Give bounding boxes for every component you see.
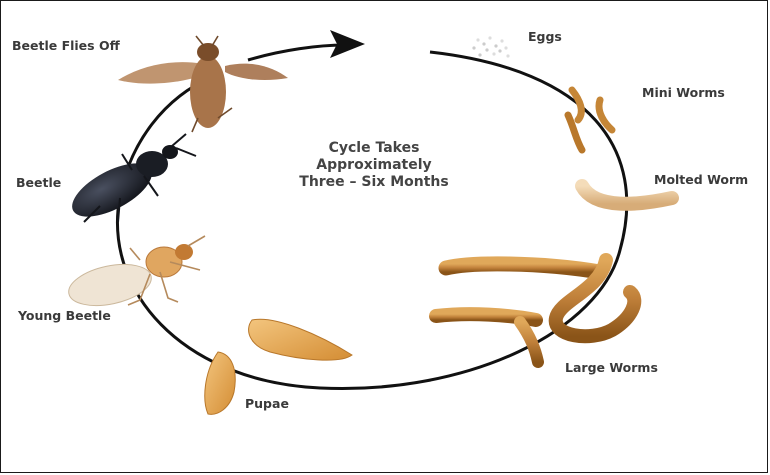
flying-beetle-illustration [118,36,288,132]
cycle-duration-line-2: Approximately [264,157,484,174]
label-young-beetle: Young Beetle [18,310,111,323]
mini-worms-illustration [568,90,612,150]
cycle-duration-line-1: Cycle Takes [264,140,484,157]
eggs-illustration [472,36,509,57]
label-pupae: Pupae [245,398,289,411]
label-mini-worms: Mini Worms [642,87,725,100]
label-beetle: Beetle [16,177,61,190]
label-beetle-flies-off: Beetle Flies Off [12,40,120,53]
large-worms-illustration [436,260,634,362]
label-large-worms: Large Worms [565,362,658,375]
cycle-duration-line-3: Three – Six Months [264,174,484,191]
label-eggs: Eggs [528,31,562,44]
cycle-duration-text: Cycle Takes Approximately Three – Six Mo… [264,140,484,191]
beetle-illustration [64,134,196,227]
young-beetle-illustration [65,236,205,312]
label-molted-worm: Molted Worm [654,174,748,187]
